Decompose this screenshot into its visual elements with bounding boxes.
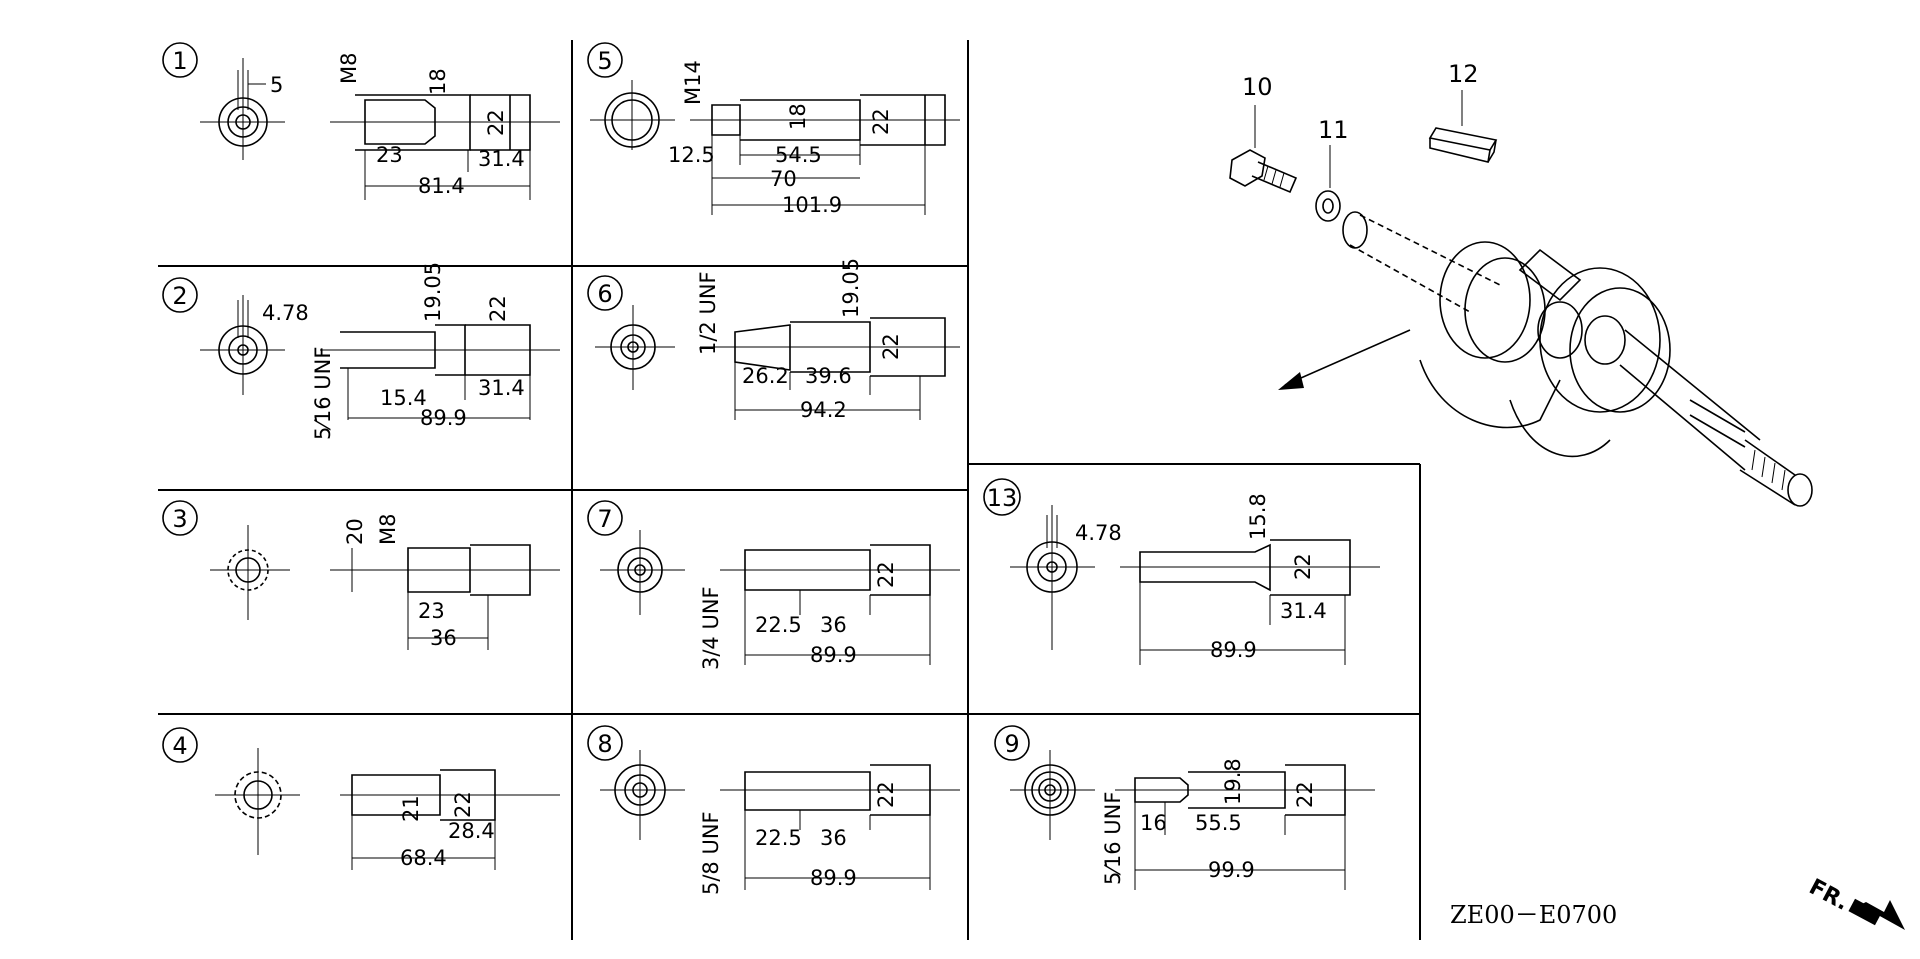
svg-text:89.9: 89.9 (810, 866, 857, 890)
svg-text:22: 22 (451, 791, 475, 818)
panel-9: 9 19.8 22 5⁄16 UNF 16 55.5 99.9 (994, 725, 1375, 890)
diagram-code: ZE00－E0700 (1450, 901, 1617, 929)
crankshaft (1342, 211, 1813, 507)
svg-text:22: 22 (1293, 781, 1317, 808)
front-arrow: FR. (1805, 875, 1905, 930)
svg-text:12.5: 12.5 (668, 143, 715, 167)
svg-text:12: 12 (1448, 60, 1479, 88)
svg-text:9: 9 (1004, 730, 1019, 758)
svg-text:31.4: 31.4 (478, 376, 525, 400)
svg-text:68.4: 68.4 (400, 846, 447, 870)
svg-text:36: 36 (820, 613, 847, 637)
svg-text:2: 2 (172, 282, 187, 310)
svg-text:94.2: 94.2 (800, 398, 847, 422)
svg-text:4.78: 4.78 (262, 301, 309, 325)
svg-text:28.4: 28.4 (448, 819, 495, 843)
bolt-10: 10 (1229, 73, 1298, 194)
panel-number: 1 (172, 47, 187, 75)
svg-text:18: 18 (426, 68, 450, 95)
svg-text:22: 22 (874, 781, 898, 808)
panel-grid (158, 40, 1421, 940)
svg-text:22: 22 (869, 108, 893, 135)
svg-text:3: 3 (172, 505, 187, 533)
svg-text:21: 21 (399, 795, 423, 822)
panel-5: 5 M14 18 22 12.5 54.5 70 101.9 (587, 42, 960, 217)
svg-text:4: 4 (172, 732, 187, 760)
svg-text:5: 5 (597, 47, 612, 75)
svg-text:16: 16 (1140, 811, 1167, 835)
svg-text:31.4: 31.4 (1280, 599, 1327, 623)
svg-text:54.5: 54.5 (775, 143, 822, 167)
svg-text:23: 23 (376, 143, 403, 167)
front-label: FR. (1805, 875, 1853, 916)
svg-text:3/4 UNF: 3/4 UNF (699, 586, 723, 670)
svg-text:18: 18 (786, 103, 810, 130)
panel-3: 3 20 M8 23 36 (162, 500, 560, 650)
svg-text:55.5: 55.5 (1195, 811, 1242, 835)
svg-text:22: 22 (1291, 553, 1315, 580)
svg-text:26.2: 26.2 (742, 364, 789, 388)
panel-8: 8 22 5/8 UNF 22.5 36 89.9 (587, 725, 960, 895)
svg-text:19.8: 19.8 (1221, 758, 1245, 805)
svg-text:31.4: 31.4 (478, 147, 525, 171)
svg-text:7: 7 (597, 505, 612, 533)
panel-4: 4 21 22 28.4 68.4 (162, 727, 560, 870)
svg-text:5⁄16 UNF: 5⁄16 UNF (311, 347, 335, 440)
svg-text:22.5: 22.5 (755, 613, 802, 637)
svg-text:22: 22 (874, 561, 898, 588)
svg-text:19.05: 19.05 (839, 258, 863, 318)
svg-text:81.4: 81.4 (418, 174, 465, 198)
svg-text:89.9: 89.9 (810, 643, 857, 667)
svg-text:5⁄16 UNF: 5⁄16 UNF (1101, 792, 1125, 885)
svg-text:99.9: 99.9 (1208, 858, 1255, 882)
svg-text:20: 20 (343, 518, 367, 545)
svg-text:36: 36 (820, 826, 847, 850)
svg-text:10: 10 (1242, 73, 1273, 101)
svg-text:15.8: 15.8 (1246, 493, 1270, 540)
panel-6: 6 1/2 UNF 19.05 22 26.2 39.6 94.2 (587, 258, 960, 422)
svg-text:23: 23 (418, 599, 445, 623)
svg-text:89.9: 89.9 (1210, 638, 1257, 662)
svg-text:22.5: 22.5 (755, 826, 802, 850)
svg-text:15.4: 15.4 (380, 386, 427, 410)
svg-text:6: 6 (597, 280, 612, 308)
panel-1: 1 5 M8 18 22 23 31.4 81.4 (162, 42, 560, 200)
svg-text:70: 70 (770, 167, 797, 191)
svg-text:19.05: 19.05 (421, 262, 445, 322)
svg-text:M8: M8 (337, 53, 361, 84)
svg-text:M8: M8 (376, 514, 400, 545)
direction-arrow (1278, 329, 1411, 390)
key-12: 12 (1428, 60, 1498, 163)
panel-2: 2 4.78 19.05 22 15.4 31.4 89.9 5⁄16 UNF (162, 262, 560, 440)
svg-text:22: 22 (879, 333, 903, 360)
svg-text:11: 11 (1318, 116, 1349, 144)
svg-text:39.6: 39.6 (805, 364, 852, 388)
svg-text:M14: M14 (681, 60, 705, 105)
svg-text:5/8 UNF: 5/8 UNF (699, 811, 723, 895)
svg-text:36: 36 (430, 626, 457, 650)
panel-7: 7 22 3/4 UNF 22.5 36 89.9 (587, 500, 960, 670)
svg-text:4.78: 4.78 (1075, 521, 1122, 545)
svg-text:13: 13 (987, 484, 1018, 512)
svg-text:89.9: 89.9 (420, 406, 467, 430)
svg-text:8: 8 (597, 730, 612, 758)
svg-text:101.9: 101.9 (782, 193, 842, 217)
crankshaft-illustration: 10 11 12 (1229, 60, 1813, 507)
panel-13: 13 4.78 15.8 22 31.4 89.9 (983, 478, 1380, 665)
svg-text:22: 22 (486, 295, 510, 322)
svg-text:5: 5 (270, 73, 283, 97)
svg-text:22: 22 (484, 109, 508, 136)
washer-11: 11 (1315, 116, 1349, 222)
svg-text:1/2 UNF: 1/2 UNF (696, 271, 720, 355)
